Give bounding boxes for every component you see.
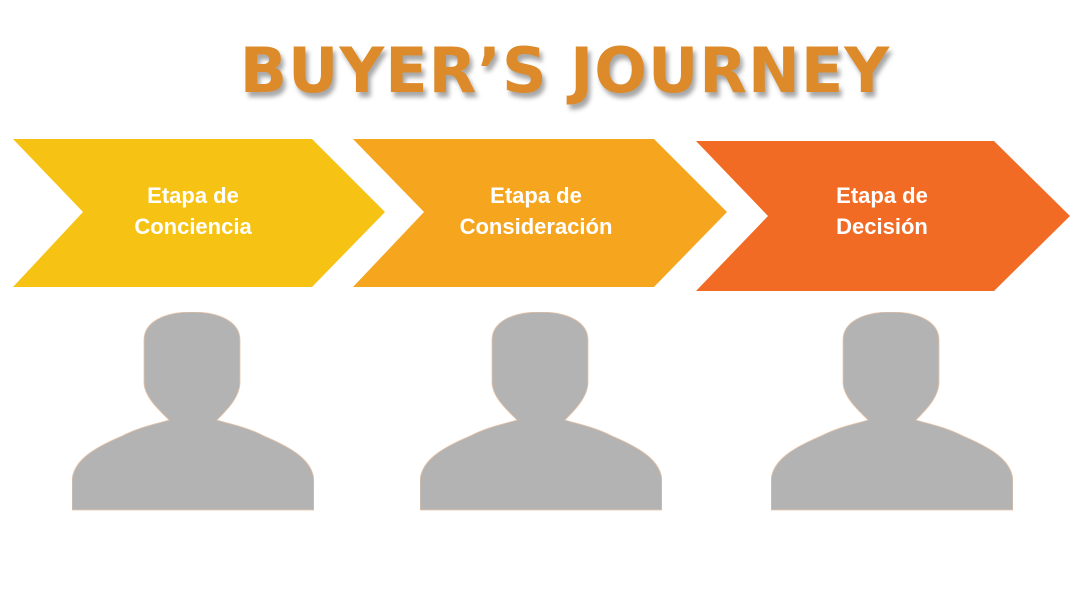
page-title: BUYER’S JOURNEY (239, 34, 891, 107)
chevron-stage-1 (13, 139, 385, 287)
stage-label-line1: Etapa de (490, 183, 582, 208)
stage-label-conciencia: Etapa de Conciencia (63, 180, 323, 242)
stage-label-decision: Etapa de Decisión (752, 180, 1012, 242)
stage-label-line1: Etapa de (147, 183, 239, 208)
stage-label-line2: Conciencia (134, 214, 252, 239)
stage-label-line2: Decisión (836, 214, 928, 239)
chevron-stage-3 (696, 141, 1070, 291)
person-silhouette-icon (72, 312, 314, 511)
stage-label-consideracion: Etapa de Consideración (406, 180, 666, 242)
chevron-stage-2 (353, 139, 727, 287)
person-silhouette-icon (771, 312, 1013, 511)
person-silhouette-icon (420, 312, 662, 511)
stage-label-line2: Consideración (459, 214, 613, 239)
stage-label-line1: Etapa de (836, 183, 928, 208)
